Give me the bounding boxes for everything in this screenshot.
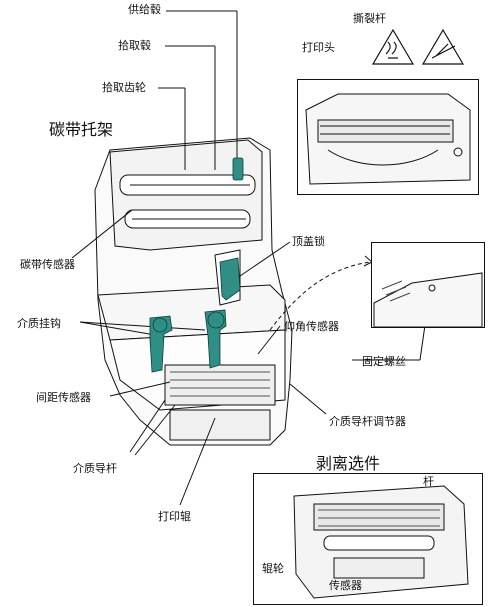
label-media-hanger: 介质挂钩 bbox=[17, 317, 61, 330]
inset-peel-option bbox=[253, 473, 483, 605]
label-platen-roller: 打印辊 bbox=[158, 510, 191, 523]
label-take-up-gear: 拾取齿轮 bbox=[102, 81, 146, 94]
label-ribbon-carriage: 碳带托架 bbox=[49, 120, 114, 139]
label-media-guide: 介质导杆 bbox=[73, 462, 117, 475]
label-top-cover-latch: 顶盖锁 bbox=[292, 235, 325, 248]
inset-printhead bbox=[297, 79, 479, 195]
label-gap-sensor: 间距传感器 bbox=[36, 391, 91, 404]
label-peel-option: 剥离选件 bbox=[316, 454, 381, 473]
label-take-up-hub: 拾取毂 bbox=[118, 39, 151, 52]
label-head-up-sensor: 仰角传感器 bbox=[284, 320, 339, 333]
printhead-illustration bbox=[305, 93, 471, 185]
label-peel-bar: 杆 bbox=[423, 475, 434, 488]
label-tear-bar: 撕裂杆 bbox=[353, 12, 386, 25]
screw-illustration bbox=[373, 272, 483, 327]
label-peel-roller: 辊轮 bbox=[262, 562, 284, 575]
inset-fixing-screw bbox=[371, 242, 485, 328]
label-supply-spindle: 供给毂 bbox=[128, 3, 161, 16]
label-peel-sensor: 传感器 bbox=[329, 579, 362, 592]
label-fixing-screw: 固定螺丝 bbox=[362, 355, 406, 368]
peel-illustration bbox=[293, 485, 469, 599]
label-media-guide-adjuster: 介质导杆调节器 bbox=[329, 415, 406, 428]
label-ribbon-sensor: 碳带传感器 bbox=[20, 258, 75, 271]
label-print-head: 打印头 bbox=[302, 41, 335, 54]
